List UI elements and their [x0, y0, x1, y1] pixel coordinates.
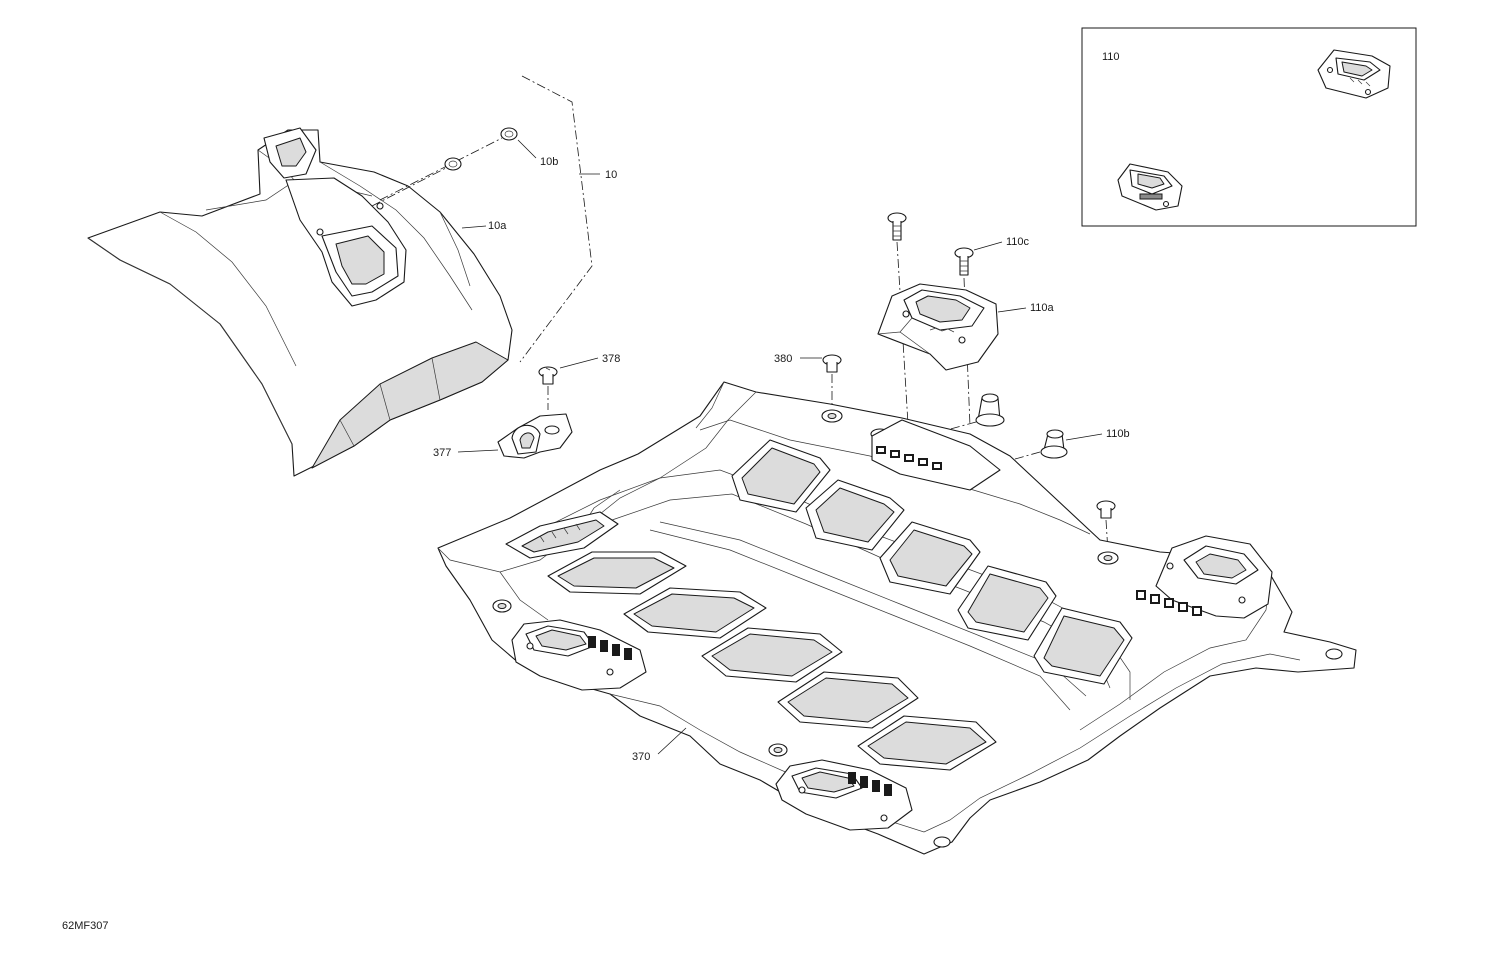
tie-down-bracket-front-center [775, 759, 913, 831]
callout-10b: 10b [540, 156, 558, 168]
skid-plate-rear-vent [871, 419, 1001, 491]
callout-110b: 110b [1106, 428, 1130, 440]
skid-plate-panels-rear-row [731, 439, 1133, 685]
callout-110c: 110c [1006, 236, 1030, 248]
figure-id: 62MF307 [62, 920, 108, 932]
part-378-push-rivet [538, 366, 558, 410]
part-380-push-rivet [822, 354, 842, 412]
callout-10a: 10a [488, 220, 507, 232]
part-10a-rear-cover [87, 127, 513, 477]
assembly-line-10 [519, 75, 593, 363]
callout-380: 380 [774, 353, 792, 365]
skid-plate-push-rivet-right [1096, 500, 1116, 553]
callout-378: 378 [602, 353, 620, 365]
tie-down-bracket-front-left [511, 619, 647, 691]
part-370-skid-plate [437, 381, 1357, 855]
tie-down-bracket-rear-right [1136, 535, 1273, 619]
inset-bracket-lower [1117, 163, 1183, 211]
callout-377: 377 [433, 447, 451, 459]
part-10b-screws [371, 127, 518, 207]
inset-bracket-upper [1317, 49, 1391, 99]
callout-110a: 110a [1030, 302, 1055, 314]
inset-kit-box: 110 [1081, 27, 1417, 227]
part-110a-tie-down-bracket [877, 283, 999, 371]
part-377-clip [497, 413, 573, 459]
skid-plate-panels-front-row [547, 551, 997, 771]
callout-370: 370 [632, 751, 650, 763]
callout-10: 10 [605, 169, 617, 181]
callout-110: 110 [1102, 51, 1120, 63]
